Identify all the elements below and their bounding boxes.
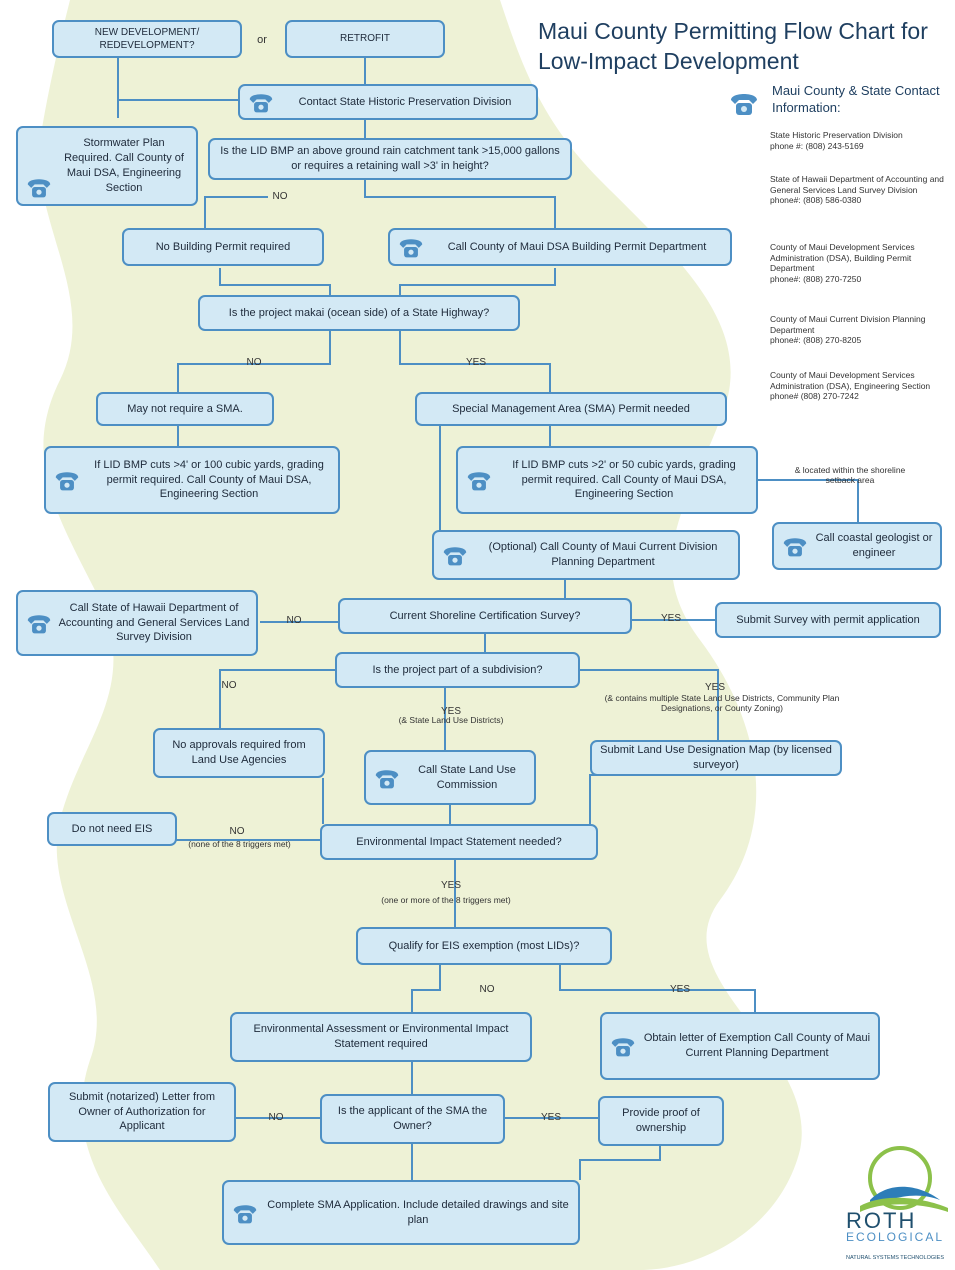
node-text: Stormwater Plan Required. Call County of… bbox=[64, 137, 184, 194]
node-land-survey-division: Call State of Hawaii Department of Accou… bbox=[16, 590, 258, 656]
contact-name: State of Hawaii Department of Accounting… bbox=[770, 174, 944, 195]
node-do-not-need-eis: Do not need EIS bbox=[47, 812, 177, 846]
node-text: Call State of Hawaii Department of Accou… bbox=[58, 601, 250, 644]
node-shoreline-survey-question: Current Shoreline Certification Survey? bbox=[338, 598, 632, 634]
node-coastal-geologist: Call coastal geologist or engineer bbox=[772, 522, 942, 570]
contact-entry: County of Maui Development Services Admi… bbox=[770, 370, 955, 402]
telephone-icon bbox=[233, 1204, 257, 1223]
label-yes-subdivision-left-note: (& State Land Use Districts) bbox=[398, 715, 504, 725]
label-yes-makai: YES bbox=[465, 357, 486, 368]
node-optional-planning: (Optional) Call County of Maui Current D… bbox=[432, 530, 740, 580]
contact-name: County of Maui Development Services Admi… bbox=[770, 370, 931, 391]
label-no-makai: NO bbox=[246, 357, 262, 368]
contact-entry: County of Maui Development Services Admi… bbox=[770, 242, 955, 284]
telephone-icon bbox=[375, 769, 399, 788]
telephone-icon bbox=[443, 547, 467, 566]
label-shoreline-setback: & located within the shoreline setback a… bbox=[794, 465, 906, 485]
node-proof-of-ownership: Provide proof of ownership bbox=[598, 1096, 724, 1146]
telephone-icon bbox=[783, 538, 807, 557]
label-yes-subdivision-right: YES bbox=[704, 682, 725, 693]
node-text: Call State Land Use Commission bbox=[418, 763, 516, 791]
label-no-owner: NO bbox=[268, 1112, 284, 1123]
telephone-icon bbox=[27, 615, 51, 634]
telephone-icon bbox=[27, 179, 51, 198]
node-text: Contact State Historic Preservation Divi… bbox=[298, 95, 512, 108]
node-stormwater-plan: Stormwater Plan Required. Call County of… bbox=[16, 126, 198, 206]
node-lid-tank-question: Is the LID BMP an above ground rain catc… bbox=[208, 138, 572, 180]
node-new-development: NEW DEVELOPMENT/ REDEVELOPMENT? bbox=[52, 20, 242, 58]
label-no-eis-note: (none of the 8 triggers met) bbox=[188, 839, 291, 849]
node-eis-needed-question: Environmental Impact Statement needed? bbox=[320, 824, 598, 860]
label-no-subdivision: NO bbox=[221, 680, 237, 691]
node-retrofit: RETROFIT bbox=[285, 20, 445, 58]
node-eis-exemption-question: Qualify for EIS exemption (most LIDs)? bbox=[356, 927, 612, 965]
label-yes-exemption: YES bbox=[669, 984, 690, 995]
label-yes-subdivision-left: YES bbox=[440, 706, 461, 717]
telephone-icon bbox=[249, 94, 273, 113]
contact-name: State Historic Preservation Division bbox=[770, 130, 903, 140]
node-land-use-designation-map: Submit Land Use Designation Map (by lice… bbox=[590, 740, 842, 776]
label-yes-shoreline: YES bbox=[660, 613, 681, 624]
node-contact-shpd: Contact State Historic Preservation Divi… bbox=[238, 84, 538, 120]
contact-entry: County of Maui Current Division Planning… bbox=[770, 314, 955, 346]
label-no-exemption: NO bbox=[479, 984, 495, 995]
node-no-building-permit: No Building Permit required bbox=[122, 228, 324, 266]
contact-name: County of Maui Development Services Admi… bbox=[770, 242, 915, 273]
contact-entry: State of Hawaii Department of Accounting… bbox=[770, 174, 955, 206]
or-label: or bbox=[257, 34, 267, 46]
contact-phone: phone# (808) 270-7242 bbox=[770, 391, 859, 401]
node-makai-question: Is the project makai (ocean side) of a S… bbox=[198, 295, 520, 331]
label-yes-eis: YES bbox=[440, 880, 461, 891]
node-text: Obtain letter of Exemption Call County o… bbox=[643, 1032, 871, 1059]
contact-name: County of Maui Current Division Planning… bbox=[770, 314, 926, 335]
node-state-land-use-commission: Call State Land Use Commission bbox=[364, 750, 536, 805]
node-text: Call County of Maui DSA Building Permit … bbox=[447, 240, 707, 253]
telephone-icon bbox=[467, 472, 491, 491]
label-no-shoreline: NO bbox=[286, 615, 302, 626]
contact-phone: phone#: (808) 270-7250 bbox=[770, 273, 862, 284]
logo-wordmark: ROTH bbox=[846, 1208, 917, 1233]
telephone-icon bbox=[611, 1038, 635, 1057]
label-yes-subdivision-right-note: (& contains multiple State Land Use Dist… bbox=[604, 693, 840, 713]
node-building-permit-dept: Call County of Maui DSA Building Permit … bbox=[388, 228, 732, 266]
label-no-tank: NO bbox=[272, 191, 288, 202]
label-no-eis: NO bbox=[229, 826, 245, 837]
node-sma-permit-needed: Special Management Area (SMA) Permit nee… bbox=[415, 392, 727, 426]
logo-tagline: NATURAL SYSTEMS TECHNOLOGIES bbox=[846, 1255, 945, 1261]
node-subdivision-question: Is the project part of a subdivision? bbox=[335, 652, 580, 688]
telephone-icon bbox=[731, 94, 757, 115]
node-grading-2ft: If LID BMP cuts >2' or 50 cubic yards, g… bbox=[456, 446, 758, 514]
node-may-not-require-sma: May not require a SMA. bbox=[96, 392, 274, 426]
node-no-approvals: No approvals required from Land Use Agen… bbox=[153, 728, 325, 778]
contact-heading: Maui County & State Contact Information: bbox=[772, 83, 940, 115]
label-yes-eis-note: (one or more of the 8 triggers met) bbox=[381, 895, 511, 905]
contact-phone: phone#: (808) 270-8205 bbox=[770, 335, 862, 345]
telephone-icon bbox=[55, 472, 79, 491]
node-text: Call coastal geologist or engineer bbox=[815, 532, 933, 559]
node-applicant-owner-question: Is the applicant of the SMA the Owner? bbox=[320, 1094, 505, 1144]
node-text: If LID BMP cuts >2' or 50 cubic yards, g… bbox=[512, 458, 736, 501]
node-complete-sma-application: Complete SMA Application. Include detail… bbox=[222, 1180, 580, 1245]
node-grading-4ft: If LID BMP cuts >4' or 100 cubic yards, … bbox=[44, 446, 340, 514]
logo-subtitle: ECOLOGICAL bbox=[846, 1230, 945, 1244]
node-exemption-letter: Obtain letter of Exemption Call County o… bbox=[600, 1012, 880, 1080]
contact-phone: phone#: (808) 586-0380 bbox=[770, 195, 862, 205]
node-submit-survey: Submit Survey with permit application bbox=[715, 602, 941, 638]
roth-ecological-logo bbox=[860, 1146, 948, 1212]
telephone-icon bbox=[399, 239, 423, 258]
node-text: Complete SMA Application. Include detail… bbox=[267, 1198, 569, 1226]
node-ea-eis-required: Environmental Assessment or Environmenta… bbox=[230, 1012, 532, 1062]
label-yes-owner: YES bbox=[540, 1112, 561, 1123]
node-text: (Optional) Call County of Maui Current D… bbox=[488, 541, 718, 568]
node-text: If LID BMP cuts >4' or 100 cubic yards, … bbox=[94, 458, 324, 501]
node-notarized-letter: Submit (notarized) Letter from Owner of … bbox=[48, 1082, 236, 1142]
contact-phone: phone #: (808) 243-5169 bbox=[770, 140, 864, 151]
page-title: Maui County Permitting Flow Chart for Lo… bbox=[538, 18, 928, 74]
